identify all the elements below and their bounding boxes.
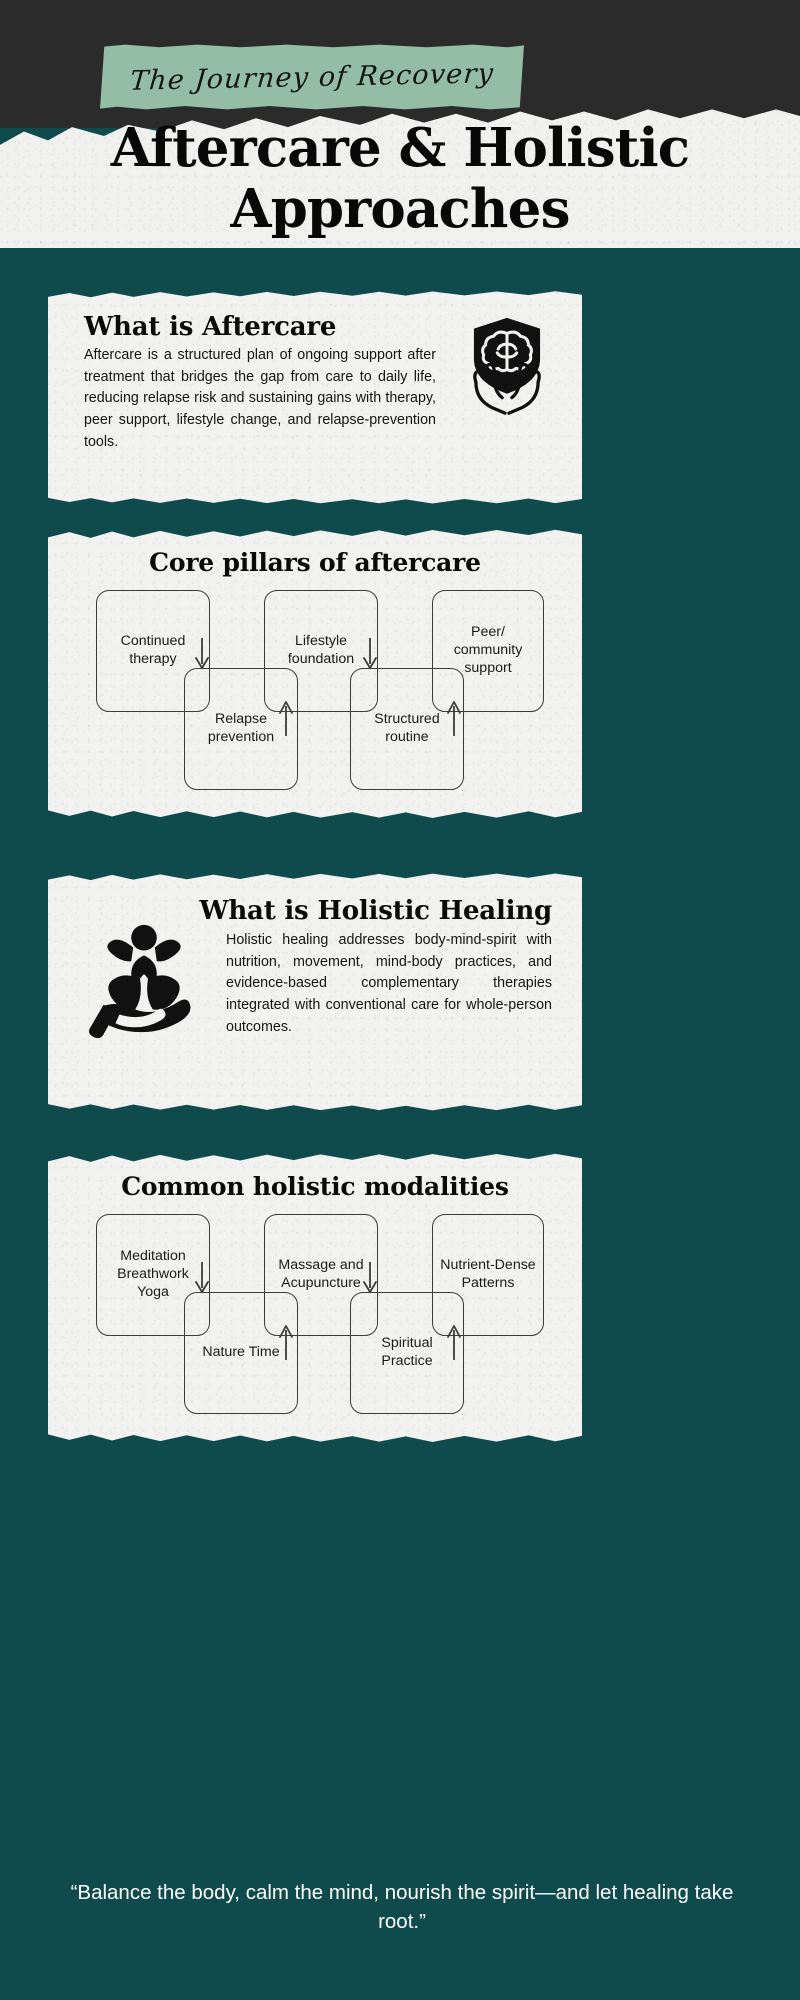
eyebrow-text: The Journey of Recovery	[128, 57, 496, 97]
eyebrow-banner: The Journey of Recovery	[100, 44, 524, 110]
flow-node-meditation-breathwork-yoga[interactable]: Meditation Breathwork Yoga	[96, 1214, 210, 1336]
card-title-aftercare: What is Aftercare	[84, 312, 337, 342]
flow-node-relapse-prevention[interactable]: Relapse prevention	[184, 668, 298, 790]
card-body-aftercare: Aftercare is a structured plan of ongoin…	[84, 347, 436, 450]
page-title-line-1: Aftercare & Holistic	[110, 117, 690, 179]
flow-node-peer-community-support[interactable]: Peer/ community support	[432, 590, 544, 712]
flow-node-lifestyle-foundation[interactable]: Lifestyle foundation	[264, 590, 378, 712]
arrow-down-meditation-to-nature	[192, 1262, 212, 1298]
footer-quote: “Balance the body, calm the mind, nouris…	[70, 1881, 734, 1934]
card-title-modalities: Common holistic modalities	[121, 1172, 509, 1201]
card-what-is-holistic-healing: What is Holistic Healing Holistic healin…	[48, 873, 582, 1111]
arrow-up-relapse-to-lifestyle	[276, 696, 296, 736]
arrow-down-therapy-to-relapse	[192, 638, 212, 674]
page-title-line-2: Approaches	[230, 177, 570, 240]
arrow-up-nature-to-massage	[276, 1320, 296, 1360]
arrow-up-routine-to-peer	[444, 696, 464, 736]
flow-node-massage-and-acupuncture[interactable]: Massage and Acupuncture	[264, 1214, 378, 1336]
card-title-holistic: What is Holistic Healing	[199, 896, 552, 926]
teal-background	[0, 248, 800, 2000]
card-what-is-aftercare: What is Aftercare Aftercare is a structu…	[48, 291, 582, 504]
arrow-down-lifestyle-to-routine	[360, 638, 380, 674]
core-pillars-flowchart: Continued therapy Relapse prevention Lif…	[88, 586, 548, 791]
flow-node-nutrient-dense-patterns[interactable]: Nutrient-Dense Patterns	[432, 1214, 544, 1336]
card-core-pillars: Core pillars of aftercare Continued ther…	[48, 529, 582, 818]
card-title-core-pillars: Core pillars of aftercare	[149, 548, 481, 577]
flow-node-continued-therapy[interactable]: Continued therapy	[96, 590, 210, 712]
lotus-person-hand-icon	[80, 920, 208, 1042]
page-title: Aftercare & Holistic Approaches	[0, 118, 800, 240]
card-body-holistic: Holistic healing addresses body-mind-spi…	[226, 932, 552, 1035]
shield-brain-hands-icon	[458, 314, 556, 419]
card-common-holistic-modalities: Common holistic modalities Meditation Br…	[48, 1153, 582, 1442]
arrow-down-massage-to-spiritual	[360, 1262, 380, 1298]
flow-node-structured-routine[interactable]: Structured routine	[350, 668, 464, 790]
flow-node-spiritual-practice[interactable]: Spiritual Practice	[350, 1292, 464, 1414]
arrow-up-spiritual-to-nutrient	[444, 1320, 464, 1360]
flow-node-nature-time[interactable]: Nature Time	[184, 1292, 298, 1414]
modalities-flowchart: Meditation Breathwork Yoga Nature Time M…	[88, 1210, 548, 1415]
